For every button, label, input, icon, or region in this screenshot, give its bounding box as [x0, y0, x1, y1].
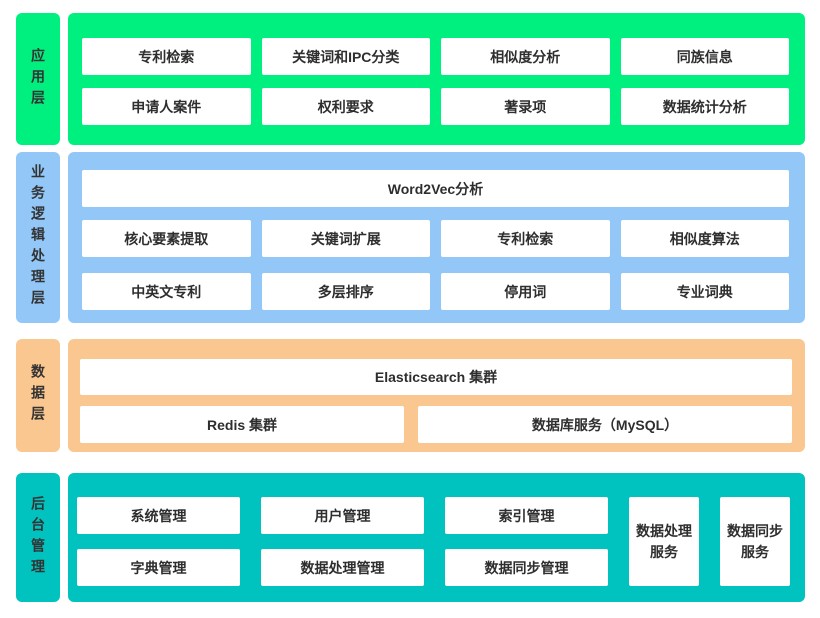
tall-box-line: 数据同步 [727, 523, 783, 540]
biz-layer-box: 中英文专利 [82, 273, 251, 310]
app-layer-box: 著录项 [441, 88, 610, 125]
data-layer-label: 数据层 [16, 339, 60, 452]
biz-layer-box: 相似度算法 [620, 220, 789, 257]
biz-layer-box: 专业词典 [620, 273, 789, 310]
app-layer-box: 权利要求 [261, 88, 430, 125]
business-logic-layer-body: Word2Vec分析 核心要素提取 关键词扩展 专利检索 相似度算法 中英文专利… [68, 152, 805, 323]
business-logic-layer-label: 业务逻辑处理层 [16, 152, 60, 323]
redis-box: Redis 集群 [80, 406, 405, 443]
biz-layer-box: 专利检索 [441, 220, 610, 257]
app-layer-box: 申请人案件 [82, 88, 251, 125]
tall-box-line: 数据处理 [636, 523, 692, 540]
application-layer-body: 专利检索 关键词和IPC分类 相似度分析 同族信息 申请人案件 权利要求 著录项… [68, 13, 805, 145]
admin-layer-box: 系统管理 [77, 497, 240, 534]
backend-admin-layer-body: 系统管理 用户管理 索引管理 数据处理 服务 数据同步 服务 字典管理 数据处理… [68, 473, 805, 602]
data-layer: 数据层 Elasticsearch 集群 Redis 集群 数据库服务（MySQ… [16, 339, 805, 452]
application-layer: 应用层 专利检索 关键词和IPC分类 相似度分析 同族信息 申请人案件 权利要求… [16, 13, 805, 145]
backend-admin-layer-label: 后台管理 [16, 473, 60, 602]
app-layer-box: 数据统计分析 [620, 88, 789, 125]
admin-layer-box: 索引管理 [445, 497, 608, 534]
app-layer-box: 相似度分析 [441, 38, 610, 75]
application-layer-label: 应用层 [16, 13, 60, 145]
data-layer-grid: Redis 集群 数据库服务（MySQL） [80, 406, 792, 443]
admin-layer-box: 字典管理 [77, 549, 240, 586]
biz-layer-box: 停用词 [441, 273, 610, 310]
app-layer-box: 同族信息 [620, 38, 789, 75]
tall-box-line: 服务 [650, 543, 678, 560]
word2vec-box: Word2Vec分析 [82, 170, 789, 207]
admin-layer-box: 数据同步管理 [445, 549, 608, 586]
biz-layer-box: 核心要素提取 [82, 220, 251, 257]
app-layer-box: 专利检索 [82, 38, 251, 75]
business-logic-grid: 核心要素提取 关键词扩展 专利检索 相似度算法 中英文专利 多层排序 停用词 专… [82, 220, 789, 310]
tall-box-line: 服务 [741, 543, 769, 560]
business-logic-layer: 业务逻辑处理层 Word2Vec分析 核心要素提取 关键词扩展 专利检索 相似度… [16, 152, 805, 323]
data-sync-service-box: 数据同步 服务 [720, 497, 790, 586]
app-layer-box: 关键词和IPC分类 [261, 38, 430, 75]
biz-layer-box: 多层排序 [261, 273, 430, 310]
data-process-service-box: 数据处理 服务 [629, 497, 699, 586]
biz-layer-box: 关键词扩展 [261, 220, 430, 257]
backend-admin-layer: 后台管理 系统管理 用户管理 索引管理 数据处理 服务 数据同步 服务 字典管理… [16, 473, 805, 602]
admin-layer-box: 数据处理管理 [261, 549, 424, 586]
data-layer-body: Elasticsearch 集群 Redis 集群 数据库服务（MySQL） [68, 339, 805, 452]
elasticsearch-box: Elasticsearch 集群 [80, 359, 792, 395]
mysql-box: 数据库服务（MySQL） [418, 406, 792, 443]
admin-layer-box: 用户管理 [261, 497, 424, 534]
